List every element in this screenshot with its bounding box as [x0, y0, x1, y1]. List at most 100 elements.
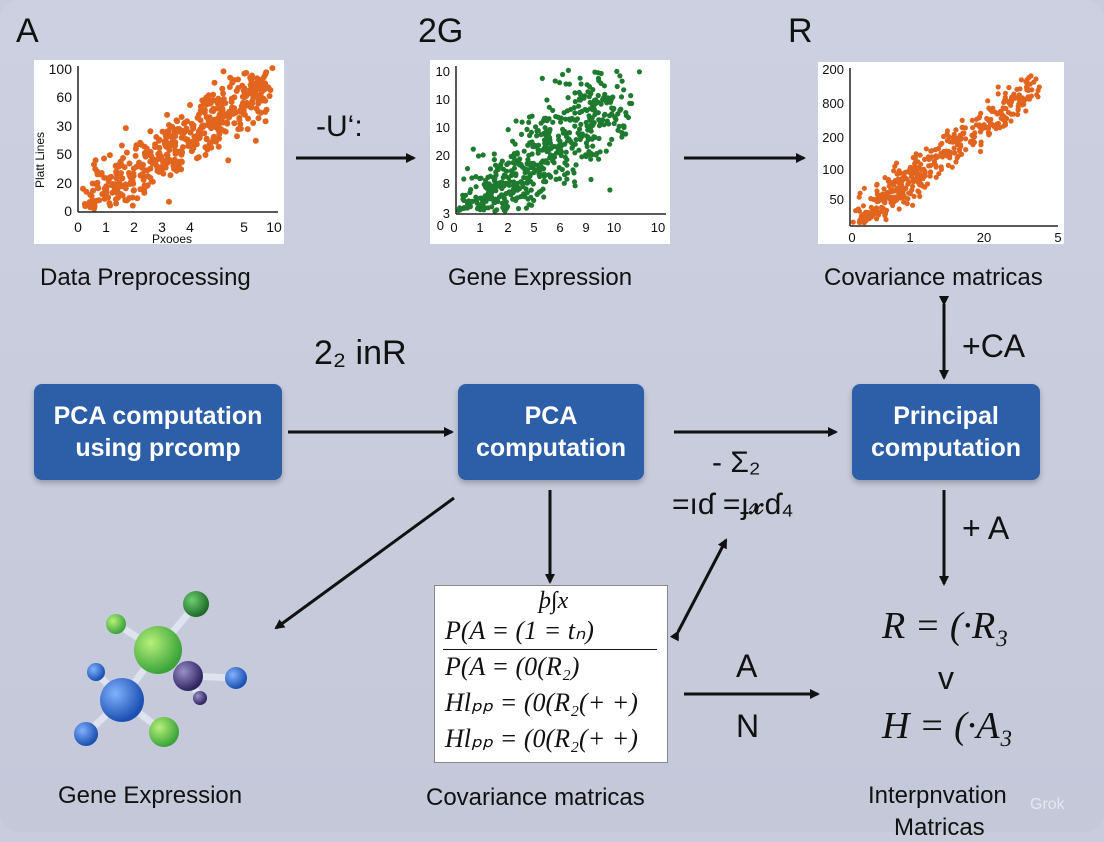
scatter-point	[564, 108, 570, 114]
scatter-point	[533, 124, 539, 130]
scatter-point	[1006, 84, 1012, 91]
box-line: using prcomp	[75, 434, 241, 462]
scatter-point	[527, 132, 533, 139]
scatter-point	[494, 183, 500, 189]
scatter-point	[262, 118, 269, 125]
scatter-point	[193, 141, 200, 148]
scatter-point	[226, 84, 233, 90]
scatter-point	[260, 74, 267, 81]
scatter-point	[172, 142, 179, 149]
scatter-point	[603, 148, 609, 154]
scatter-point	[524, 180, 530, 186]
x-tick: 1	[476, 220, 483, 235]
scatter-point	[578, 121, 584, 127]
preprocessing-scatter-svg: 100 60 30 50 20 0 0 1 2 3 4 5 10 Pxooes …	[34, 61, 282, 244]
scatter-point	[249, 98, 256, 104]
scatter-point	[572, 110, 578, 116]
scatter-point	[106, 152, 113, 159]
scatter-point	[164, 111, 171, 118]
arrow-label-right-mid: + A	[962, 510, 1010, 546]
scatter-point	[197, 103, 204, 110]
scatter-point	[917, 152, 923, 158]
scatter-point	[220, 68, 227, 75]
x-tick: 20	[977, 230, 991, 244]
y-tick: 60	[56, 89, 72, 105]
scatter-point	[565, 67, 571, 73]
scatter-point	[549, 155, 555, 161]
scatter-point	[1006, 100, 1012, 106]
scatter-point	[94, 197, 101, 204]
scatter-point	[947, 152, 953, 158]
scatter-point	[950, 135, 956, 141]
scatter-point	[596, 156, 602, 162]
scatter-point	[588, 128, 594, 134]
scatter-point	[874, 181, 880, 187]
scatter-point	[529, 113, 535, 119]
scatter-point	[617, 107, 623, 113]
x-tick: 5	[1054, 230, 1061, 244]
scatter-point	[234, 133, 240, 140]
scatter-point	[902, 169, 908, 175]
covariance-scatter-plot: 200 800 200 100 50 0 1 20 5	[818, 62, 1064, 244]
equation-line: P(A = (1 = tₙ)	[445, 616, 594, 645]
scatter-point	[531, 144, 537, 150]
scatter-point	[596, 135, 602, 142]
caption-interpretation: Interpnvation	[868, 782, 1007, 809]
arrow-label-sigma-2: =ıɗ =ɟ𝔁ɗ₄	[672, 488, 794, 521]
scatter-point	[536, 142, 542, 148]
scatter-point	[573, 162, 579, 168]
box-line: computation	[476, 434, 626, 462]
scatter-point	[258, 81, 265, 88]
scatter-point	[607, 141, 613, 147]
scatter-point	[619, 130, 625, 136]
scatter-point	[908, 173, 914, 180]
scatter-point	[951, 150, 957, 156]
scatter-point	[596, 123, 603, 129]
scatter-point	[147, 165, 154, 172]
scatter-point	[953, 127, 959, 133]
scatter-point	[917, 193, 923, 199]
scatter-point	[588, 176, 594, 183]
scatter-point	[588, 156, 594, 162]
scatter-point	[118, 142, 125, 149]
scatter-point	[457, 205, 463, 211]
scatter-point	[525, 157, 531, 163]
scatter-point	[113, 175, 120, 182]
scatter-point	[611, 120, 617, 127]
scatter-point	[901, 185, 907, 191]
scatter-point	[913, 170, 919, 176]
scatter-point	[945, 162, 951, 168]
scatter-point	[255, 115, 262, 122]
scatter-point	[204, 122, 211, 129]
scatter-point	[519, 164, 525, 170]
scatter-point	[583, 133, 589, 139]
scatter-point	[883, 211, 889, 217]
scatter-point	[499, 200, 505, 206]
scatter-point	[998, 115, 1004, 121]
y-tick: 10	[436, 120, 450, 135]
scatter-point	[598, 70, 604, 77]
scatter-point	[508, 168, 514, 174]
scatter-point	[107, 174, 114, 181]
scatter-point	[481, 181, 487, 188]
scatter-point	[905, 196, 911, 202]
scatter-point	[218, 101, 225, 108]
scatter-point	[513, 118, 519, 124]
scatter-point	[117, 158, 124, 165]
scatter-point	[590, 87, 596, 93]
scatter-point	[984, 115, 990, 122]
scatter-point	[913, 151, 919, 157]
scatter-point	[503, 180, 509, 186]
scatter-point	[621, 87, 627, 93]
scatter-point	[1019, 98, 1025, 104]
scatter-point	[856, 208, 862, 214]
scatter-point	[573, 137, 579, 143]
scatter-point	[551, 160, 557, 166]
scatter-point	[1033, 76, 1039, 82]
scatter-point	[941, 133, 947, 140]
scatter-point	[590, 143, 596, 149]
scatter-point	[227, 74, 234, 81]
scatter-point	[938, 141, 944, 148]
